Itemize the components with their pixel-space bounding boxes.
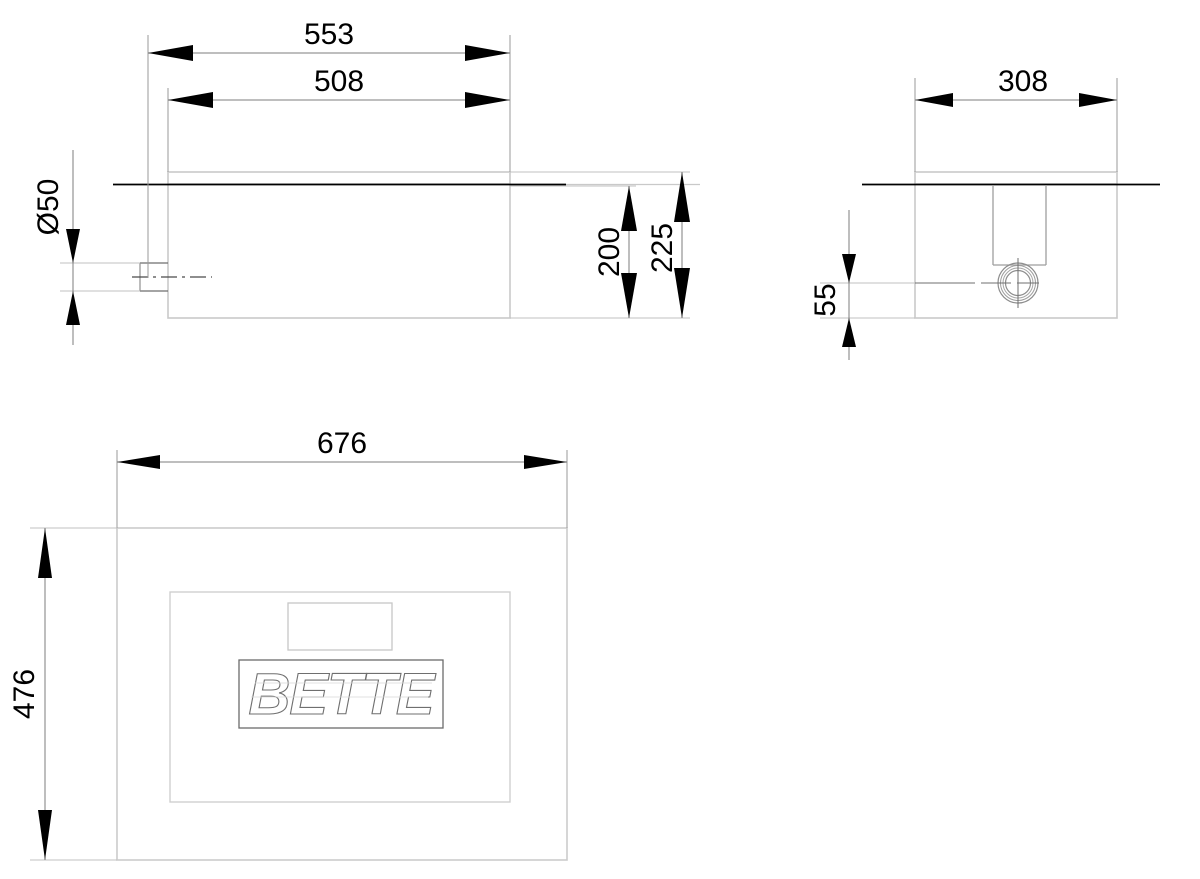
dimension-label-508: 508 <box>314 65 364 98</box>
view-front-elevation: 553 508 200 225 <box>32 18 700 345</box>
arrow-308-left <box>915 93 953 107</box>
dimension-label-308: 308 <box>998 65 1048 98</box>
logo-engrave-lines <box>251 682 432 698</box>
arrow-d50-bottom <box>66 291 80 325</box>
arrow-225-bottom <box>674 268 690 318</box>
plan-outer-outline <box>116 527 568 861</box>
arrow-553-left <box>148 45 193 61</box>
plan-overflow-recess <box>287 602 393 651</box>
plan-inner-basin-outline <box>169 591 511 803</box>
arrow-225-top <box>674 172 690 222</box>
dimension-label-225: 225 <box>646 223 679 273</box>
arrow-55-bottom <box>842 318 856 347</box>
dimension-label-d50: Ø50 <box>32 179 65 236</box>
front-body-outline <box>167 171 511 319</box>
dimension-label-553: 553 <box>304 18 354 51</box>
arrow-d50-top <box>66 229 80 263</box>
side-rim-strip <box>914 171 1118 185</box>
arrow-200-bottom <box>621 273 637 318</box>
arrow-476-top <box>38 528 52 578</box>
logo-bounding-box <box>238 659 444 729</box>
arrow-676-left <box>117 455 160 469</box>
arrow-508-left <box>168 92 213 108</box>
arrow-508-right <box>465 92 510 108</box>
arrow-308-right <box>1079 93 1117 107</box>
side-body-outline <box>914 171 1118 319</box>
view-plan: BETTE 676 476 <box>8 427 568 861</box>
arrow-676-right <box>524 455 567 469</box>
arrow-200-top <box>621 186 637 231</box>
view-side-elevation: 308 55 <box>809 65 1160 360</box>
dimension-label-55: 55 <box>809 283 842 316</box>
arrow-553-right <box>465 45 510 61</box>
arrow-476-bottom <box>38 810 52 860</box>
dimension-label-200: 200 <box>593 227 626 277</box>
bette-logo-text: BETTE <box>248 662 436 727</box>
front-rim-strip <box>167 171 511 185</box>
dimension-label-676: 676 <box>317 427 367 460</box>
arrow-55-top <box>842 254 856 283</box>
dimension-label-476: 476 <box>8 669 41 719</box>
